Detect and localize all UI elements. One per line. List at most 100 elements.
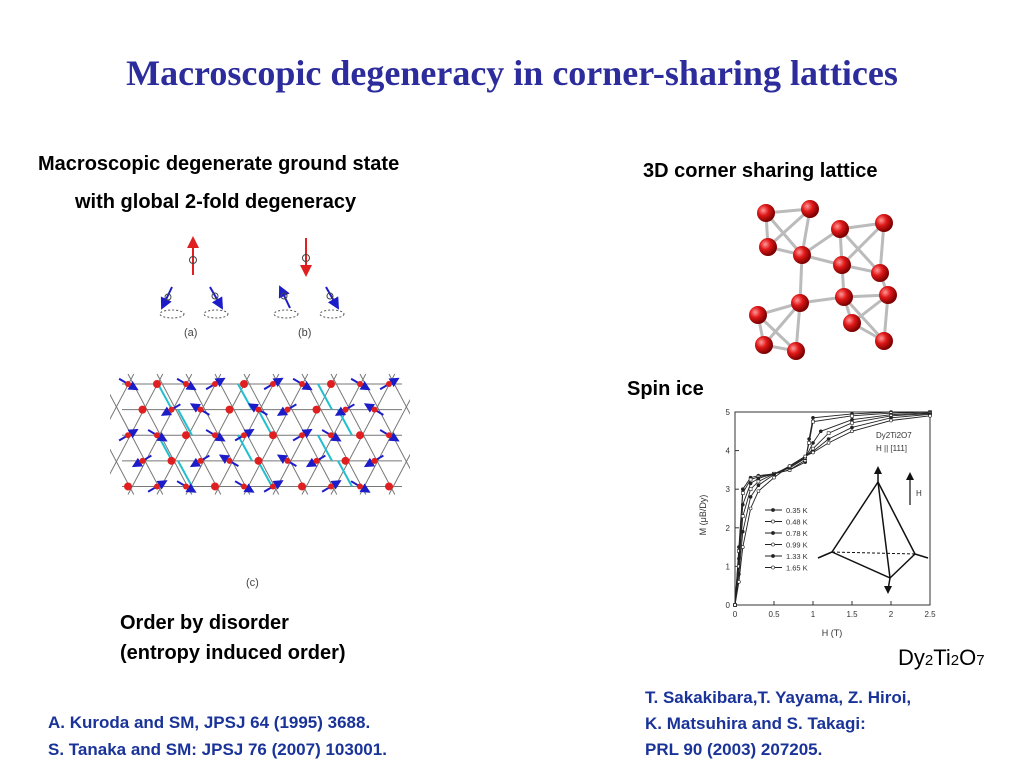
reference-tanaka: S. Tanaka and SM: JPSJ 76 (2007) 103001. xyxy=(48,740,387,759)
field-arrow-label: H xyxy=(916,489,922,498)
data-point xyxy=(740,502,745,507)
legend-entry: 0.48 K xyxy=(786,518,808,527)
data-point xyxy=(787,464,792,468)
inset-title: Dy2Ti2O7 xyxy=(876,431,912,440)
x-tick-label: 1.5 xyxy=(846,610,858,619)
lattice-site xyxy=(240,380,248,388)
lattice-atom xyxy=(759,238,777,256)
lattice-site xyxy=(254,456,263,465)
lattice-atom xyxy=(755,336,773,354)
label-b: (b) xyxy=(298,327,311,339)
lattice-site xyxy=(385,482,393,491)
lattice-site xyxy=(211,482,219,491)
reference-sakakibara-2: K. Matsuhira and S. Takagi: xyxy=(645,714,866,733)
label-c: (c) xyxy=(246,577,259,589)
formula-dy: Dy xyxy=(898,645,925,670)
data-point xyxy=(737,580,741,584)
entropy-order-text: (entropy induced order) xyxy=(120,642,346,664)
y-tick-label: 5 xyxy=(726,408,731,417)
legend-entry: 0.78 K xyxy=(786,529,808,538)
lattice-atom xyxy=(875,214,893,232)
lattice-atom xyxy=(831,220,849,238)
data-point xyxy=(772,475,776,480)
data-point xyxy=(928,414,932,418)
order-by-disorder-text: Order by disorder xyxy=(120,612,289,634)
right-heading: 3D corner sharing lattice xyxy=(643,160,878,182)
lattice-atom xyxy=(793,246,811,264)
y-tick-label: 4 xyxy=(726,447,731,456)
lattice-atom xyxy=(791,294,809,312)
data-point xyxy=(740,487,745,491)
lattice-site xyxy=(138,405,147,414)
x-tick-label: 1 xyxy=(811,610,816,619)
lattice-atom xyxy=(871,264,889,282)
spin-ice-label: Spin ice xyxy=(627,378,704,400)
data-point xyxy=(748,481,753,486)
lattice-atom xyxy=(843,314,861,332)
chart-legend: 0.35 K0.48 K0.78 K0.99 K1.33 K1.65 K xyxy=(765,506,808,573)
formula-sub-2a: 2 xyxy=(924,652,934,669)
lattice-site xyxy=(269,431,277,440)
lattice-site xyxy=(356,431,364,440)
data-point xyxy=(740,514,745,519)
x-tick-label: 2.5 xyxy=(924,610,936,619)
data-point xyxy=(748,506,753,511)
formula-ti: Ti xyxy=(933,645,951,670)
plot-frame xyxy=(734,411,931,606)
configuration-a: (a) xyxy=(159,236,229,339)
lattice-site xyxy=(341,456,350,465)
formula-o: O xyxy=(959,645,977,670)
x-tick-label: 0 xyxy=(733,610,738,619)
reference-sakakibara-3: PRL 90 (2003) 207205. xyxy=(645,740,823,759)
data-point xyxy=(748,495,753,499)
lattice-site xyxy=(153,380,161,388)
y-axis-label: M (μB/Dy) xyxy=(698,495,708,536)
lattice-site xyxy=(182,431,190,440)
data-point xyxy=(826,441,831,445)
legend-entry: 0.99 K xyxy=(786,541,808,550)
series-line xyxy=(734,413,931,606)
data-point xyxy=(733,603,737,607)
formula-sub-7: 7 xyxy=(976,652,985,669)
data-point xyxy=(850,425,854,430)
legend-entry: 0.35 K xyxy=(786,506,808,515)
series-line xyxy=(734,412,931,606)
data-point xyxy=(850,429,854,434)
lattice-site xyxy=(124,482,132,491)
kagome-lattice-figure: (c) xyxy=(110,373,410,589)
left-heading-line-2: with global 2-fold degeneracy xyxy=(75,191,357,213)
lattice-site xyxy=(298,482,306,491)
inset-subtitle: H || [111] xyxy=(876,444,907,453)
lattice-atom xyxy=(749,306,767,324)
data-point xyxy=(740,545,745,549)
x-tick-label: 2 xyxy=(889,610,894,619)
data-point xyxy=(756,489,761,493)
data-point xyxy=(826,431,831,436)
formula-dy2ti2o7: Dy2Ti2O7 xyxy=(898,645,985,671)
formula-sub-2b: 2 xyxy=(950,652,960,669)
spin-configuration-figure-ab: (a) (b) xyxy=(159,236,345,339)
data-point xyxy=(889,418,893,423)
data-point xyxy=(811,441,815,445)
y-tick-label: 3 xyxy=(726,485,731,494)
data-point xyxy=(756,476,761,481)
data-point xyxy=(826,437,831,441)
x-tick-label: 0.5 xyxy=(768,610,780,619)
left-heading-line-1: Macroscopic degenerate ground state xyxy=(38,153,400,175)
data-point xyxy=(803,454,807,459)
legend-entry: 1.33 K xyxy=(786,552,808,561)
data-point xyxy=(756,479,761,484)
lattice-atom xyxy=(879,286,897,304)
reference-kuroda: A. Kuroda and SM, JPSJ 64 (1995) 3688. xyxy=(48,713,371,732)
lattice-site xyxy=(167,456,176,465)
y-tick-label: 1 xyxy=(726,562,731,571)
data-point xyxy=(811,415,815,420)
reference-sakakibara-1: T. Sakakibara,T. Yayama, Z. Hiroi, xyxy=(645,688,912,707)
lattice-atom xyxy=(757,204,775,222)
lattice-site xyxy=(225,405,234,414)
pyrochlore-lattice-figure xyxy=(749,200,897,360)
data-point xyxy=(772,472,776,477)
lattice-atom xyxy=(787,342,805,360)
data-point xyxy=(740,491,745,495)
